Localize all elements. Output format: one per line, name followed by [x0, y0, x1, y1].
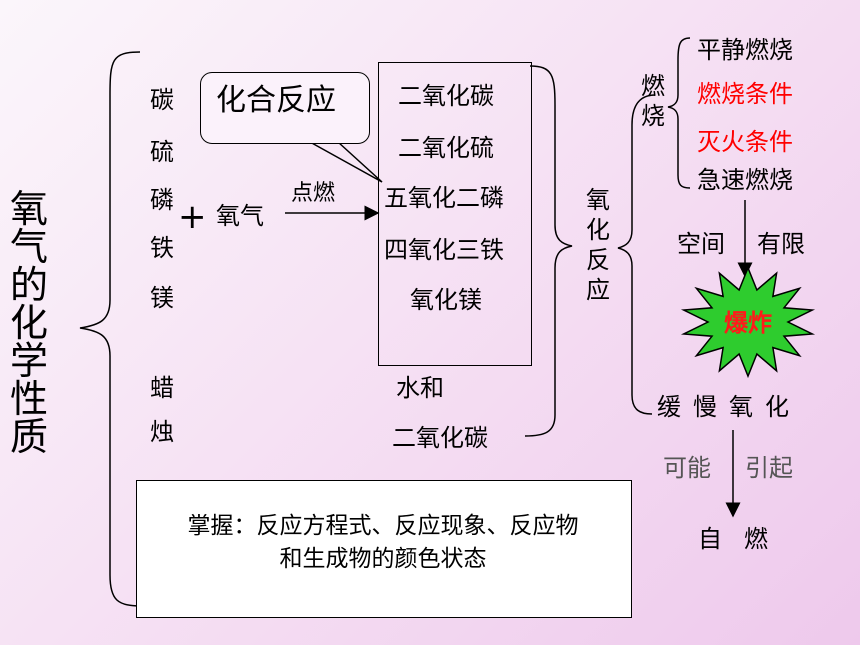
main-title: 氧 气 的 化 学 性 质	[10, 190, 48, 456]
title-char: 气	[10, 225, 49, 269]
plus-sign: +	[178, 197, 207, 237]
reactant-iron: 铁	[150, 234, 174, 262]
burn-condition: 燃烧条件	[697, 80, 793, 108]
product-p2o5: 五氧化二磷	[384, 184, 504, 212]
product-co2: 二氧化碳	[398, 82, 494, 110]
title-char: 的	[10, 263, 49, 307]
candle-product-co2: 二氧化碳	[392, 424, 488, 452]
products-box	[378, 62, 532, 366]
main-brace	[79, 51, 141, 607]
reactant-carbon: 碳	[150, 86, 174, 114]
combustion-brace	[667, 37, 691, 189]
ignite-label: 点燃	[291, 181, 336, 206]
calm-combustion: 平静燃烧	[697, 36, 793, 64]
cause-label: 引起	[745, 454, 793, 482]
summary-text: 掌握：反应方程式、反应现象、反应物 和生成物的颜色状态	[136, 510, 630, 577]
oxidation-brace	[617, 94, 656, 415]
product-mgo: 氧化镁	[410, 286, 482, 314]
slow-oxidation-label: 缓 慢 氧 化	[657, 395, 789, 419]
explosion-burst	[680, 265, 816, 379]
oxygen-label: 氧气	[216, 202, 264, 230]
oxidation-label: 氧 化 反 应	[586, 188, 610, 302]
oxidation-char: 应	[586, 276, 610, 304]
reactant-phosphorus: 磷	[150, 186, 174, 214]
combustion-char: 燃	[641, 72, 665, 100]
spontaneous-char: 自	[698, 525, 722, 553]
title-char: 性	[10, 377, 49, 421]
slow-oxidation-char: 慢	[693, 393, 717, 421]
slow-oxidation-char: 缓	[657, 393, 681, 421]
slow-oxidation-char: 化	[765, 393, 789, 421]
callout-label: 化合反应	[216, 83, 336, 118]
callout-box	[200, 72, 370, 144]
oxidation-char: 反	[586, 246, 610, 274]
spontaneous-char: 燃	[744, 525, 768, 553]
candle-product-water: 水和	[396, 374, 444, 402]
summary-line-1: 掌握：反应方程式、反应现象、反应物	[187, 513, 579, 539]
reactant-magnesium: 镁	[150, 284, 174, 312]
product-so2: 二氧化硫	[398, 134, 494, 162]
combustion-label: 燃 烧	[641, 74, 665, 128]
oxidation-char: 氧	[586, 186, 610, 214]
product-fe3o4: 四氧化三铁	[384, 236, 504, 264]
summary-box	[136, 480, 632, 618]
rapid-combustion: 急速燃烧	[697, 166, 793, 194]
title-char: 化	[10, 301, 49, 345]
space-label: 空间	[677, 230, 725, 258]
title-char: 氧	[10, 187, 49, 231]
extinguish-condition: 灭火条件	[697, 128, 793, 156]
limited-label: 有限	[757, 230, 805, 258]
spontaneous-label: 自 燃	[698, 527, 768, 551]
summary-line-2: 和生成物的颜色状态	[279, 546, 487, 573]
may-label: 可能	[663, 454, 711, 482]
candle-char: 蜡	[150, 374, 174, 402]
combustion-char: 烧	[641, 102, 665, 130]
products-brace	[524, 65, 573, 437]
explosion-label: 爆炸	[724, 309, 772, 337]
candle-char: 烛	[150, 418, 174, 446]
callout-tail	[309, 141, 383, 183]
reactant-sulfur: 硫	[150, 138, 174, 166]
title-char: 质	[10, 415, 49, 459]
slow-oxidation-char: 氧	[729, 393, 753, 421]
oxidation-char: 化	[586, 216, 610, 244]
title-char: 学	[10, 339, 49, 383]
